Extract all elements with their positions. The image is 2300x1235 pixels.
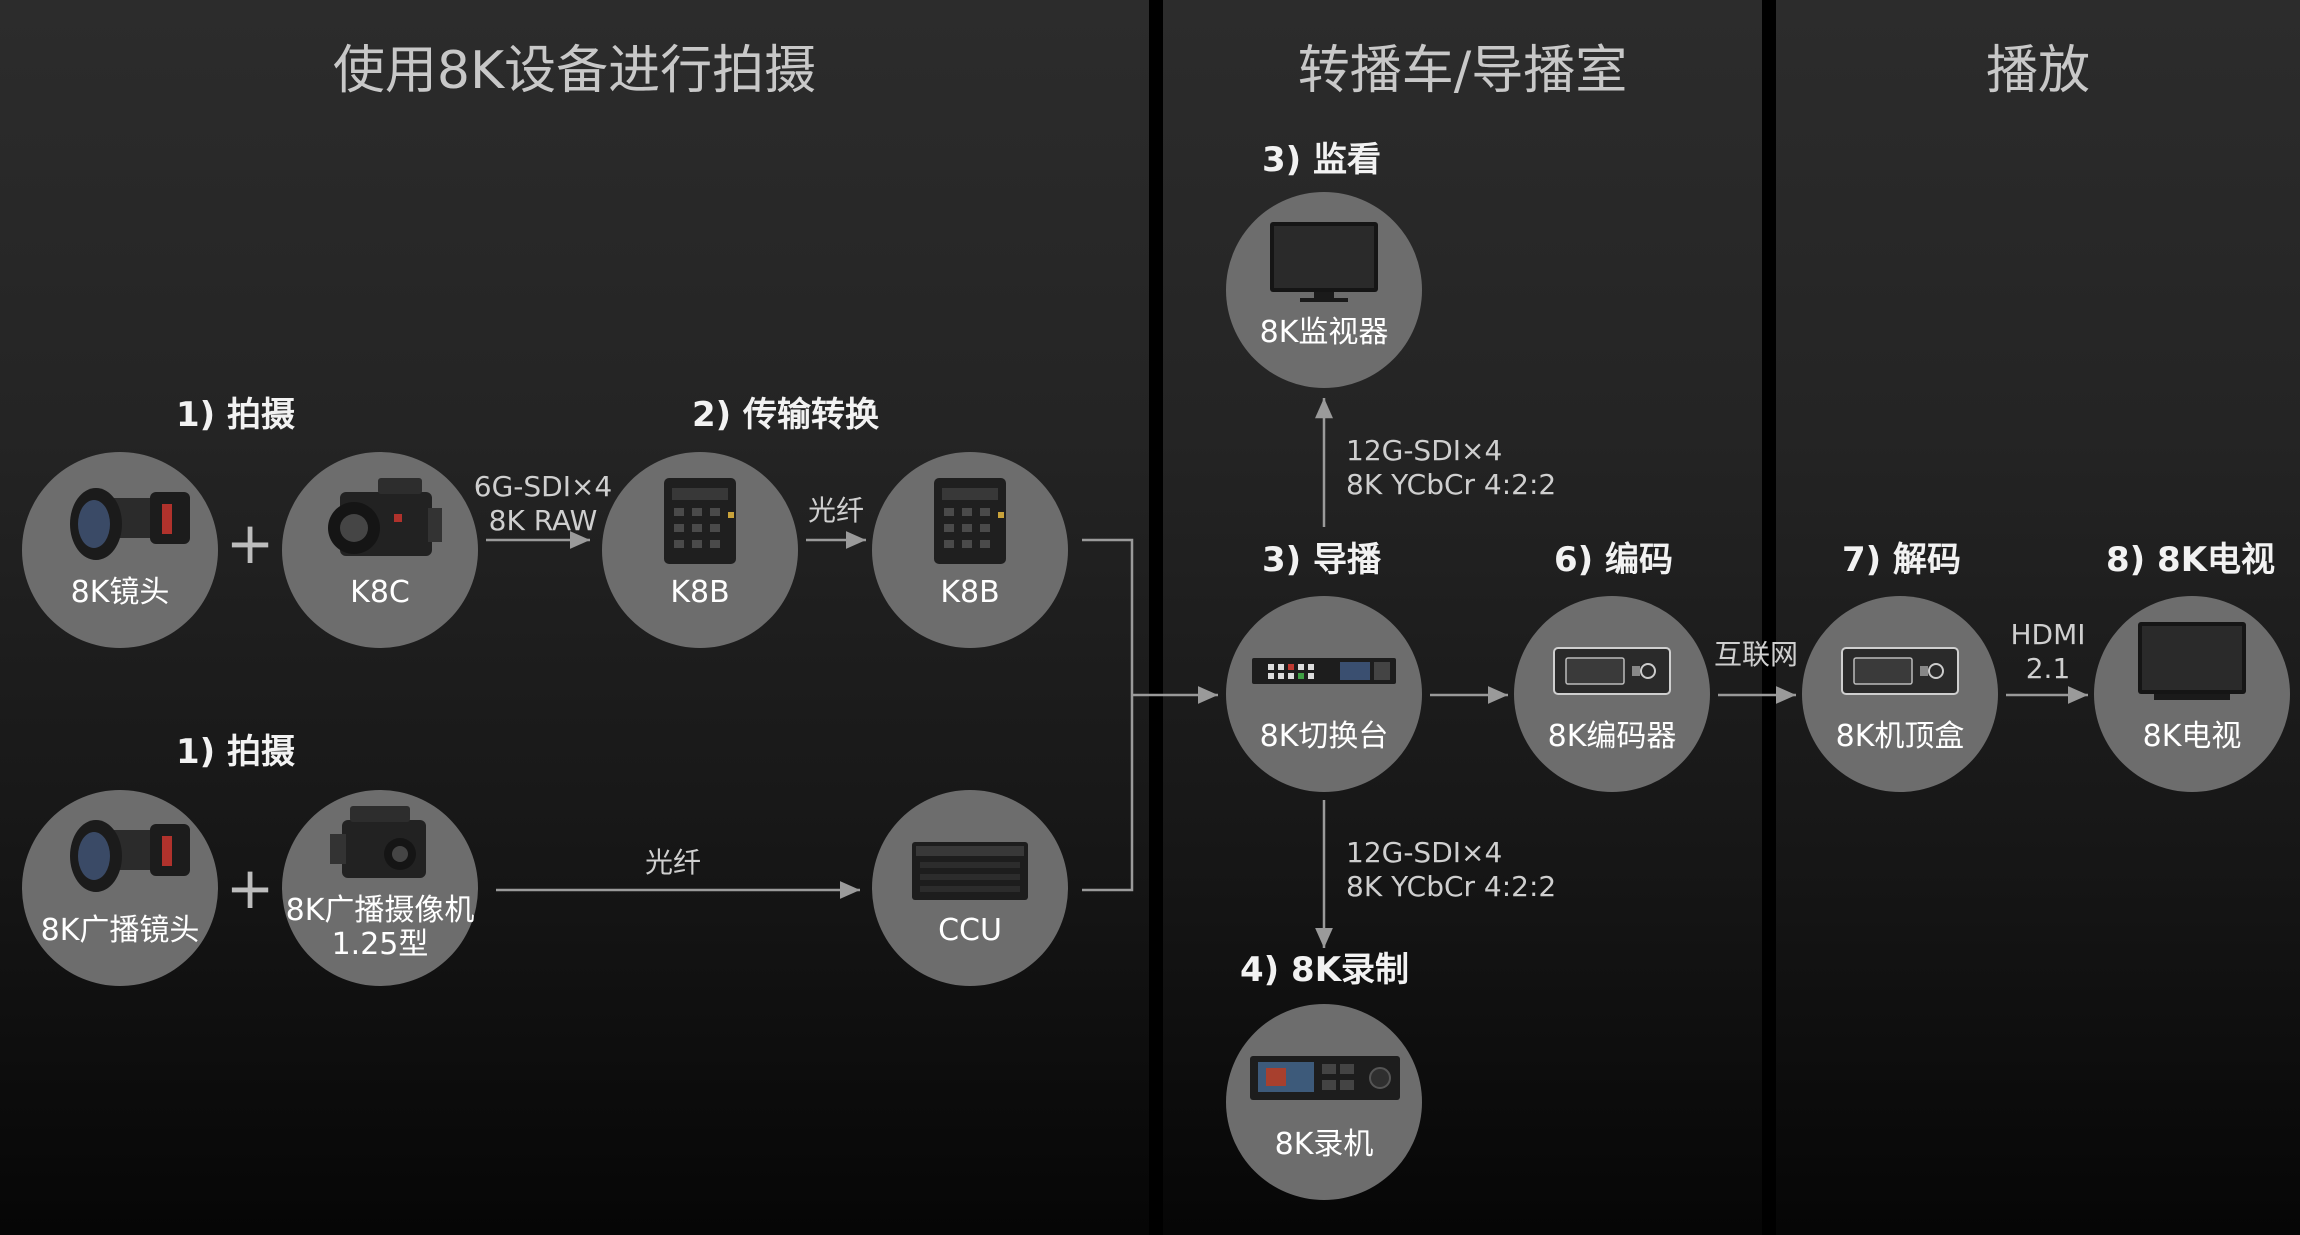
link-label-internet: 互联网 (1713, 638, 1798, 671)
link-label-fiber-top: 光纤 (807, 494, 864, 527)
label-k8c: K8C (350, 575, 410, 610)
step-convert: 2) 传输转换 (692, 395, 880, 435)
step-switch: 3) 导播 (1262, 540, 1382, 580)
label-8k-broadcast-camera-size: 1.25型 (331, 927, 429, 962)
link-label-sdi6-line1: 6G-SDI×4 (473, 470, 613, 503)
ccu-box-icon (912, 842, 1028, 900)
cinema-camera-icon (328, 478, 442, 556)
link-label-sdi12-down-line2: 8K YCbCr 4:2:2 (1346, 870, 1557, 903)
label-k8b-1: K8B (670, 575, 730, 610)
plus-sign-bottom: + (225, 854, 275, 922)
label-8k-monitor: 8K监视器 (1259, 315, 1389, 350)
node-8k-broadcast-lens: 8K广播镜头 (22, 790, 218, 986)
lens-icon (70, 488, 190, 560)
tv-icon (2138, 622, 2246, 700)
recorder-icon (1250, 1056, 1400, 1100)
link-label-sdi12-down: 12G-SDI×4 8K YCbCr 4:2:2 (1346, 836, 1556, 904)
link-label-sdi6: 6G-SDI×4 8K RAW (468, 470, 618, 538)
node-k8b-1: K8B (602, 452, 798, 648)
label-8k-set-top-box: 8K机顶盒 (1835, 719, 1965, 754)
section-title-playback: 播放 (1985, 41, 2090, 101)
converter-box-icon (934, 478, 1006, 564)
node-8k-monitor: 8K监视器 (1226, 192, 1422, 388)
plus-sign-top: + (225, 509, 275, 577)
node-8k-broadcast-camera: 8K广播摄像机 1.25型 (282, 790, 478, 986)
link-label-sdi12-up: 12G-SDI×4 8K YCbCr 4:2:2 (1346, 434, 1556, 502)
link-label-hdmi: HDMI 2.1 (1998, 618, 2098, 686)
label-8k-broadcast-camera: 8K广播摄像机 (285, 893, 475, 928)
link-label-sdi12-up-line2: 8K YCbCr 4:2:2 (1346, 468, 1557, 501)
node-8k-lens: 8K镜头 (22, 452, 218, 648)
switcher-icon (1252, 658, 1396, 684)
step-tv: 8) 8K电视 (2106, 540, 2276, 580)
label-8k-broadcast-lens: 8K广播镜头 (40, 913, 200, 948)
label-8k-recorder: 8K录机 (1274, 1127, 1374, 1162)
encoder-icon (1553, 647, 1671, 695)
node-8k-set-top-box: 8K机顶盒 (1802, 596, 1998, 792)
link-label-fiber-bottom: 光纤 (644, 846, 701, 879)
broadcast-camera-icon (330, 806, 426, 878)
label-ccu: CCU (938, 913, 1002, 948)
section-title-capture: 使用8K设备进行拍摄 (332, 41, 817, 101)
node-k8b-2: K8B (872, 452, 1068, 648)
step-monitor: 3) 监看 (1262, 140, 1382, 180)
step-record: 4) 8K录制 (1240, 950, 1410, 990)
link-label-sdi12-up-line1: 12G-SDI×4 (1346, 434, 1503, 467)
label-8k-encoder: 8K编码器 (1547, 719, 1677, 754)
link-label-hdmi-line1: HDMI (2010, 618, 2086, 651)
lens-icon (70, 820, 190, 892)
label-8k-lens: 8K镜头 (70, 575, 170, 610)
node-ccu: CCU (872, 790, 1068, 986)
step-encode: 6) 编码 (1554, 540, 1674, 580)
step-decode: 7) 解码 (1842, 540, 1962, 580)
node-8k-switcher: 8K切换台 (1226, 596, 1422, 792)
link-label-sdi12-down-line1: 12G-SDI×4 (1346, 836, 1503, 869)
node-8k-encoder: 8K编码器 (1514, 596, 1710, 792)
link-label-sdi6-line2: 8K RAW (488, 504, 598, 537)
converter-box-icon (664, 478, 736, 564)
label-8k-switcher: 8K切换台 (1259, 719, 1389, 754)
line-ccu-to-merge (1082, 695, 1134, 892)
monitor-icon (1270, 222, 1378, 302)
line-k8b-to-merge (1082, 538, 1134, 695)
set-top-box-icon (1841, 647, 1959, 695)
link-label-hdmi-line2: 2.1 (2025, 652, 2071, 685)
step-capture-top: 1) 拍摄 (176, 395, 296, 435)
label-k8b-2: K8B (940, 575, 1000, 610)
node-8k-tv: 8K电视 (2094, 596, 2290, 792)
section-title-broadcast: 转播车/导播室 (1297, 41, 1628, 101)
node-k8c: K8C (282, 452, 478, 648)
step-capture-bottom: 1) 拍摄 (176, 732, 296, 772)
node-8k-recorder: 8K录机 (1226, 1004, 1422, 1200)
label-8k-tv: 8K电视 (2142, 719, 2242, 754)
